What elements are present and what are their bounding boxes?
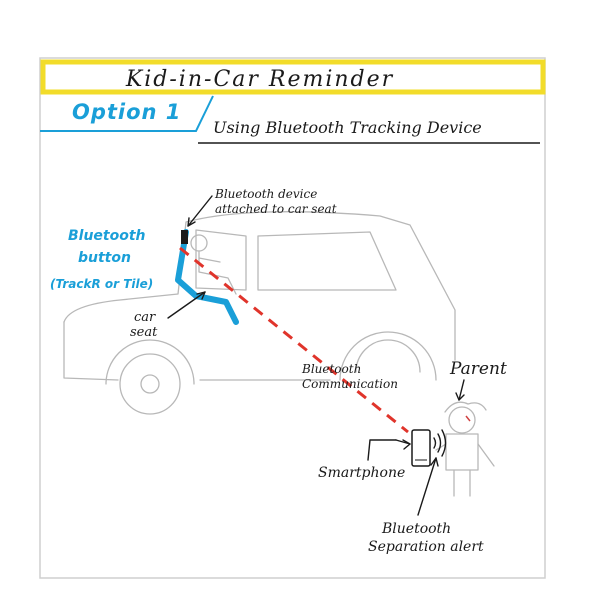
label-alert-line2: Separation alert [368,539,484,555]
child-figure [190,234,237,295]
arrow-bt-device [187,195,213,227]
arrowhead-car-seat [196,291,206,300]
label-bt-comm-line1: Bluetooth [301,362,361,376]
page-subtitle: Using Bluetooth Tracking Device [213,118,482,137]
arrow-alert [417,457,437,516]
label-bt-button-line2: button [78,250,131,266]
arrowhead-smartphone [402,439,411,450]
arrowhead-alert [430,457,439,467]
smartphone-icon [411,429,431,467]
label-bt-device-line2: attached to car seat [215,202,337,216]
arrowhead-bt-device [187,217,196,227]
label-alert-line1: Bluetooth [381,521,451,537]
option-label: Option 1 [72,100,181,124]
label-bt-comm-line2: Communication [302,377,398,391]
bluetooth-device-icon [181,230,188,244]
arrow-smartphone-stem [367,439,397,461]
option-underline [40,95,214,132]
label-bt-button-line1: Bluetooth [68,228,146,244]
car-seat-shape [175,229,239,325]
label-parent: Parent [449,359,507,379]
arrowhead-parent [455,392,465,401]
label-bt-device-line1: Bluetooth device [214,187,317,201]
label-car-seat-line2: seat [130,325,158,340]
bluetooth-link-line [179,246,409,434]
arrow-parent [458,379,465,401]
title-bar [40,59,546,95]
label-car-seat-line1: car [134,310,156,325]
car-sketch [63,211,456,415]
arrow-car-seat [167,291,206,319]
signal-waves-icon [433,429,447,457]
page-border [39,57,546,579]
parent-figure [435,401,495,497]
label-bt-button-line3: (TrackR or Tile) [50,277,153,291]
page-title: Kid-in-Car Reminder [125,67,394,92]
label-smartphone: Smartphone [318,465,405,481]
